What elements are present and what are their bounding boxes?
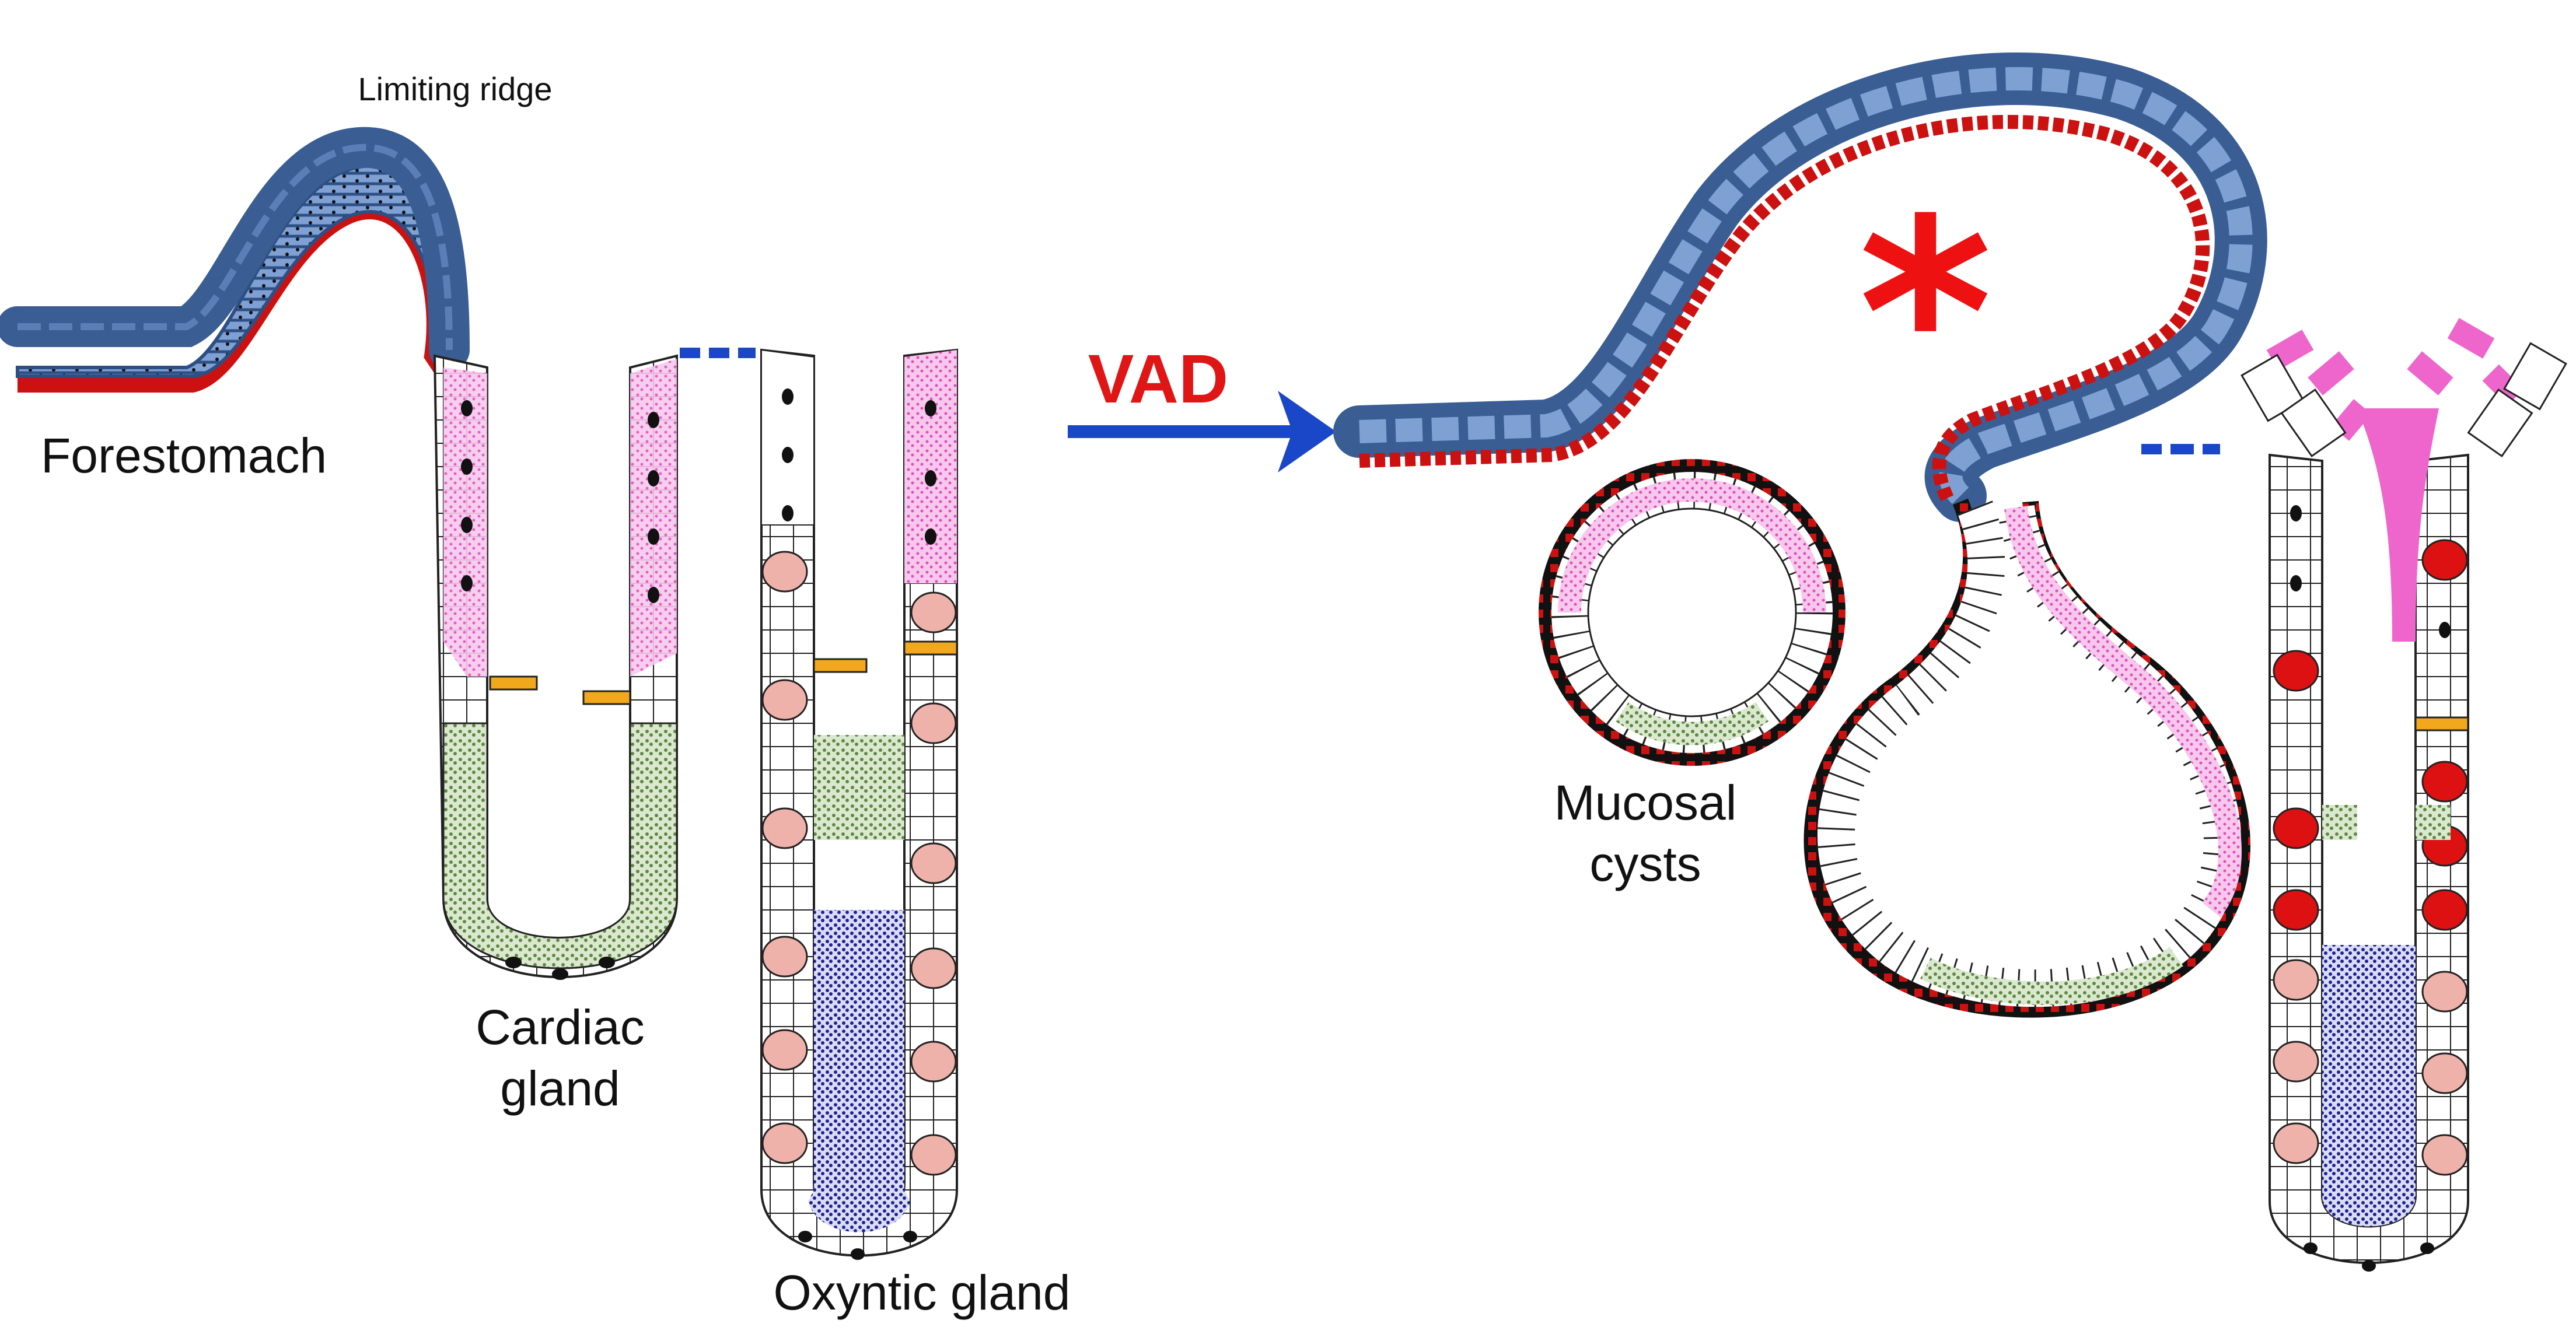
oxyntic-mucous-right [904, 350, 957, 583]
arrow-head [1278, 391, 1336, 472]
vad-forestomach-epithelium [1333, 52, 2267, 522]
vad-oxyntic-gland [2241, 318, 2567, 1272]
cyst-asterisk: * [1858, 164, 1993, 463]
cardiac-junction-left [489, 675, 538, 691]
oxyntic-chief-cells [814, 910, 904, 1219]
oxyntic-junction-left [813, 658, 868, 673]
vad-junction [2414, 716, 2469, 731]
vad-basal-layer [1359, 115, 2210, 505]
small-cyst-neck-arc [1615, 702, 1769, 745]
cardiac-junction-right [582, 690, 631, 705]
label-cysts: cysts [1589, 836, 1701, 891]
vad-transition-arrow [1068, 391, 1336, 472]
oxyntic-mucous-left [761, 349, 815, 526]
small-cyst-outer-ring [1539, 459, 1846, 766]
vad-mucous-splash [2266, 318, 2524, 642]
mucosal-cyst-small [1539, 459, 1846, 766]
vad-neck-cells [2322, 805, 2451, 840]
label-forestomach: Forestomach [41, 428, 327, 483]
oxyntic-chief-cells-base [808, 1184, 910, 1233]
label-limiting-ridge: Limiting ridge [358, 71, 552, 107]
label-cardiac: Cardiac [476, 1000, 644, 1055]
large-cyst-neck-lining [1920, 947, 2183, 1005]
cardiac-neck-cells [442, 722, 678, 969]
oxyntic-parietal-cells [761, 551, 957, 1176]
cardiac-gland [433, 354, 678, 980]
oxyntic-gland [760, 348, 958, 1260]
forestomach-epithelium [0, 127, 470, 393]
vad-parietal-cells-red [2273, 539, 2468, 931]
oxyntic-neck-cells [814, 735, 904, 840]
cardiac-mucous-cells-right [630, 359, 677, 677]
label-gland: gland [500, 1061, 620, 1116]
oxyntic-junction-right [903, 640, 958, 656]
large-cyst-mucous-lining [2004, 506, 2242, 918]
label-oxyntic-gland: Oxyntic gland [774, 1265, 1071, 1320]
label-mucosal: Mucosal [1554, 775, 1737, 830]
label-vad: VAD [1088, 341, 1228, 418]
vad-parietal-cells-pink [2273, 959, 2468, 1176]
vad-chief-cells [2322, 945, 2416, 1227]
mucosal-cyst-large [1803, 498, 2250, 1018]
small-cyst-mucous-arc [1558, 478, 1826, 613]
vad-top-cells [2241, 342, 2567, 458]
